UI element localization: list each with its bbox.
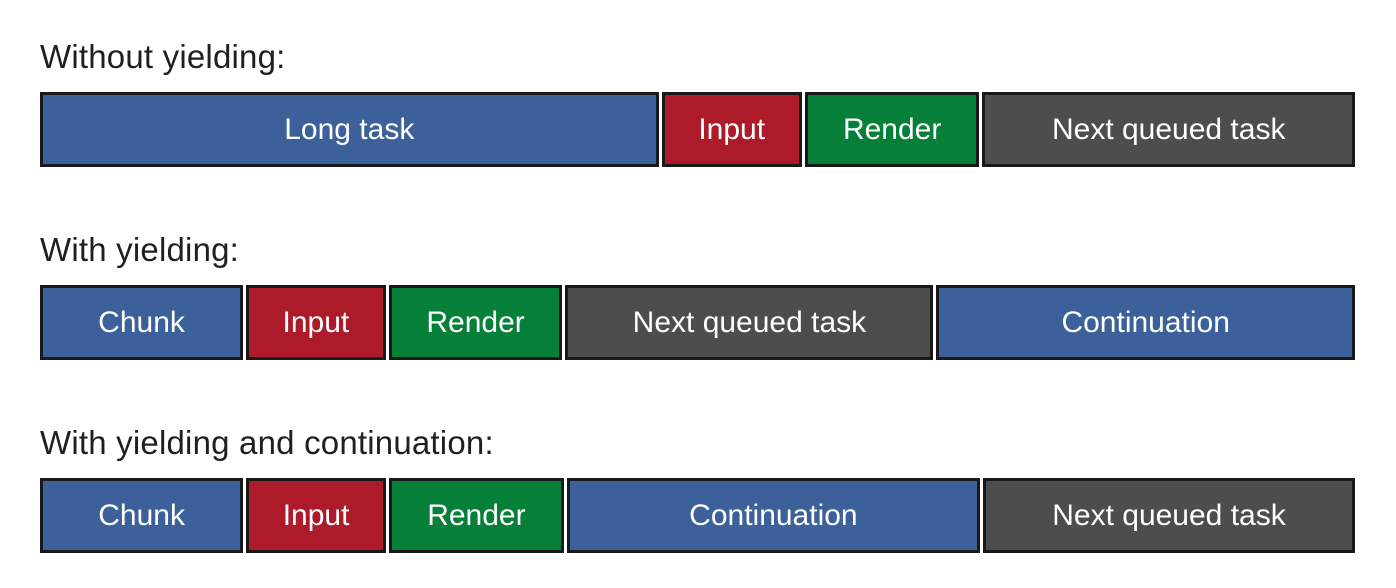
task-segment-continuation: Continuation bbox=[936, 285, 1355, 360]
task-segment-input: Input bbox=[246, 285, 386, 360]
task-segment-next-queued-task: Next queued task bbox=[565, 285, 934, 360]
task-segment-next-queued-task: Next queued task bbox=[982, 478, 1356, 553]
scenario-heading: With yielding and continuation: bbox=[40, 424, 494, 461]
task-segment-render: Render bbox=[388, 478, 564, 553]
task-segment-next-queued-task: Next queued task bbox=[982, 92, 1355, 167]
task-segment-chunk: Chunk bbox=[40, 478, 244, 553]
task-segment-chunk: Chunk bbox=[40, 285, 244, 360]
task-segment-input: Input bbox=[661, 92, 802, 167]
task-segment-continuation: Continuation bbox=[566, 478, 980, 553]
task-segment-long-task: Long task bbox=[40, 92, 659, 167]
scenario-heading: With yielding: bbox=[40, 231, 240, 268]
task-segment-render: Render bbox=[388, 285, 563, 360]
scenario-heading: Without yielding: bbox=[40, 38, 286, 75]
task-segment-render: Render bbox=[804, 92, 980, 167]
task-segment-input: Input bbox=[246, 478, 386, 553]
